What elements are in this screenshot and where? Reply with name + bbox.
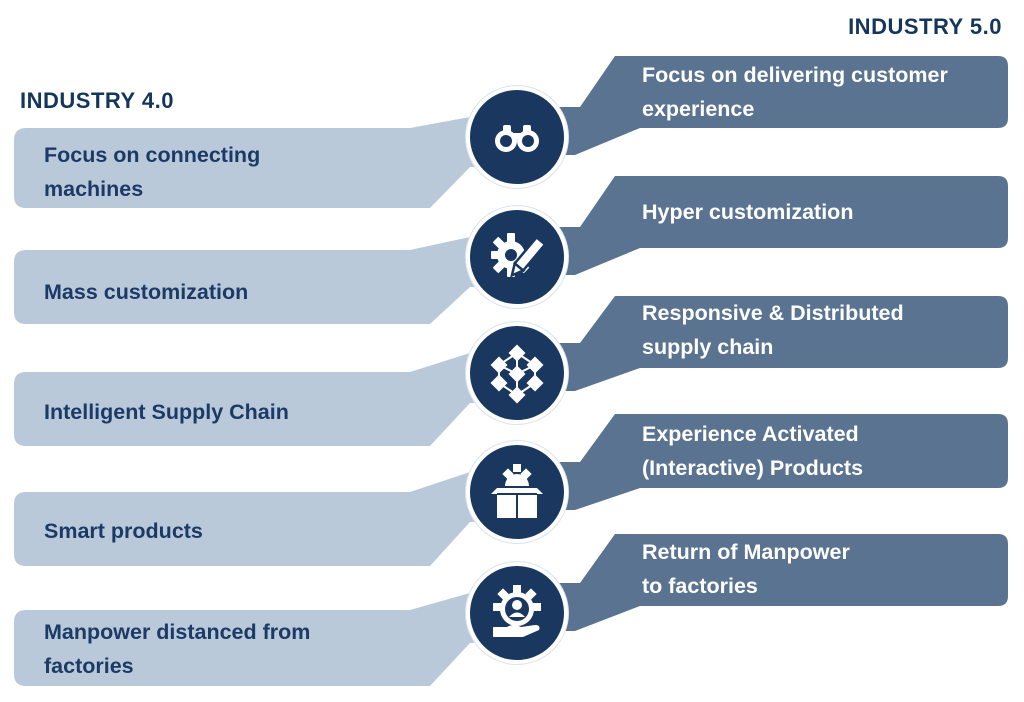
industry-5-item: Responsive & Distributed supply chain <box>642 296 904 364</box>
industry-4-heading: INDUSTRY 4.0 <box>20 88 174 113</box>
item-line: to factories <box>642 574 758 598</box>
item-line: Intelligent Supply Chain <box>44 400 289 424</box>
industry-5-item: Focus on delivering customer experience <box>642 58 948 126</box>
industry-4-item: Intelligent Supply Chain <box>44 395 289 429</box>
binoculars-icon <box>495 125 539 152</box>
industry-5-band <box>520 176 1008 275</box>
industry-5-band <box>520 414 1008 510</box>
industry-5-band <box>520 56 1008 155</box>
gear-box-icon <box>491 464 543 518</box>
industry-5-item: Hyper customization <box>642 195 853 229</box>
item-line: Manpower distanced from <box>44 620 311 644</box>
gear-hand-worker-node <box>466 562 568 664</box>
item-line: Focus on connecting <box>44 143 261 167</box>
industry-4-band <box>14 117 520 208</box>
item-line: Return of Manpower <box>642 540 850 564</box>
industry-4-item: Focus on connecting machines <box>44 138 260 206</box>
industry-5-band <box>520 534 1008 631</box>
gear-box-node <box>466 441 568 543</box>
item-line: Mass customization <box>44 280 249 304</box>
gear-pencil-icon <box>491 233 547 278</box>
industry-4-item: Mass customization <box>44 275 248 309</box>
item-line: Smart products <box>44 519 203 543</box>
industry-4-band <box>14 353 520 446</box>
industry-5-heading: INDUSTRY 5.0 <box>848 14 1002 39</box>
industry-5-band <box>520 296 1008 391</box>
network-cubes-icon <box>490 344 544 404</box>
item-line: Experience Activated <box>642 422 859 446</box>
industry-4-band <box>14 237 520 324</box>
item-line: supply chain <box>642 335 774 359</box>
binoculars-node <box>466 86 568 188</box>
industry-4-item: Manpower distanced from factories <box>44 615 310 683</box>
network-cubes-node <box>466 322 568 424</box>
item-line: Focus on delivering customer <box>642 63 948 87</box>
item-line: Hyper customization <box>642 200 854 224</box>
industry-5-item: Experience Activated (Interactive) Produ… <box>642 417 863 485</box>
item-line: Responsive & Distributed <box>642 301 904 325</box>
item-line: factories <box>44 654 134 678</box>
item-line: (Interactive) Products <box>642 456 864 480</box>
industry-5-item: Return of Manpower to factories <box>642 535 850 603</box>
industry-4-band <box>14 593 520 686</box>
item-line: machines <box>44 177 144 201</box>
gear-hand-worker-icon <box>493 585 541 637</box>
industry-4-band <box>14 472 520 566</box>
industry-4-item: Smart products <box>44 514 203 548</box>
item-line: experience <box>642 97 755 121</box>
gear-pencil-node <box>466 206 568 308</box>
